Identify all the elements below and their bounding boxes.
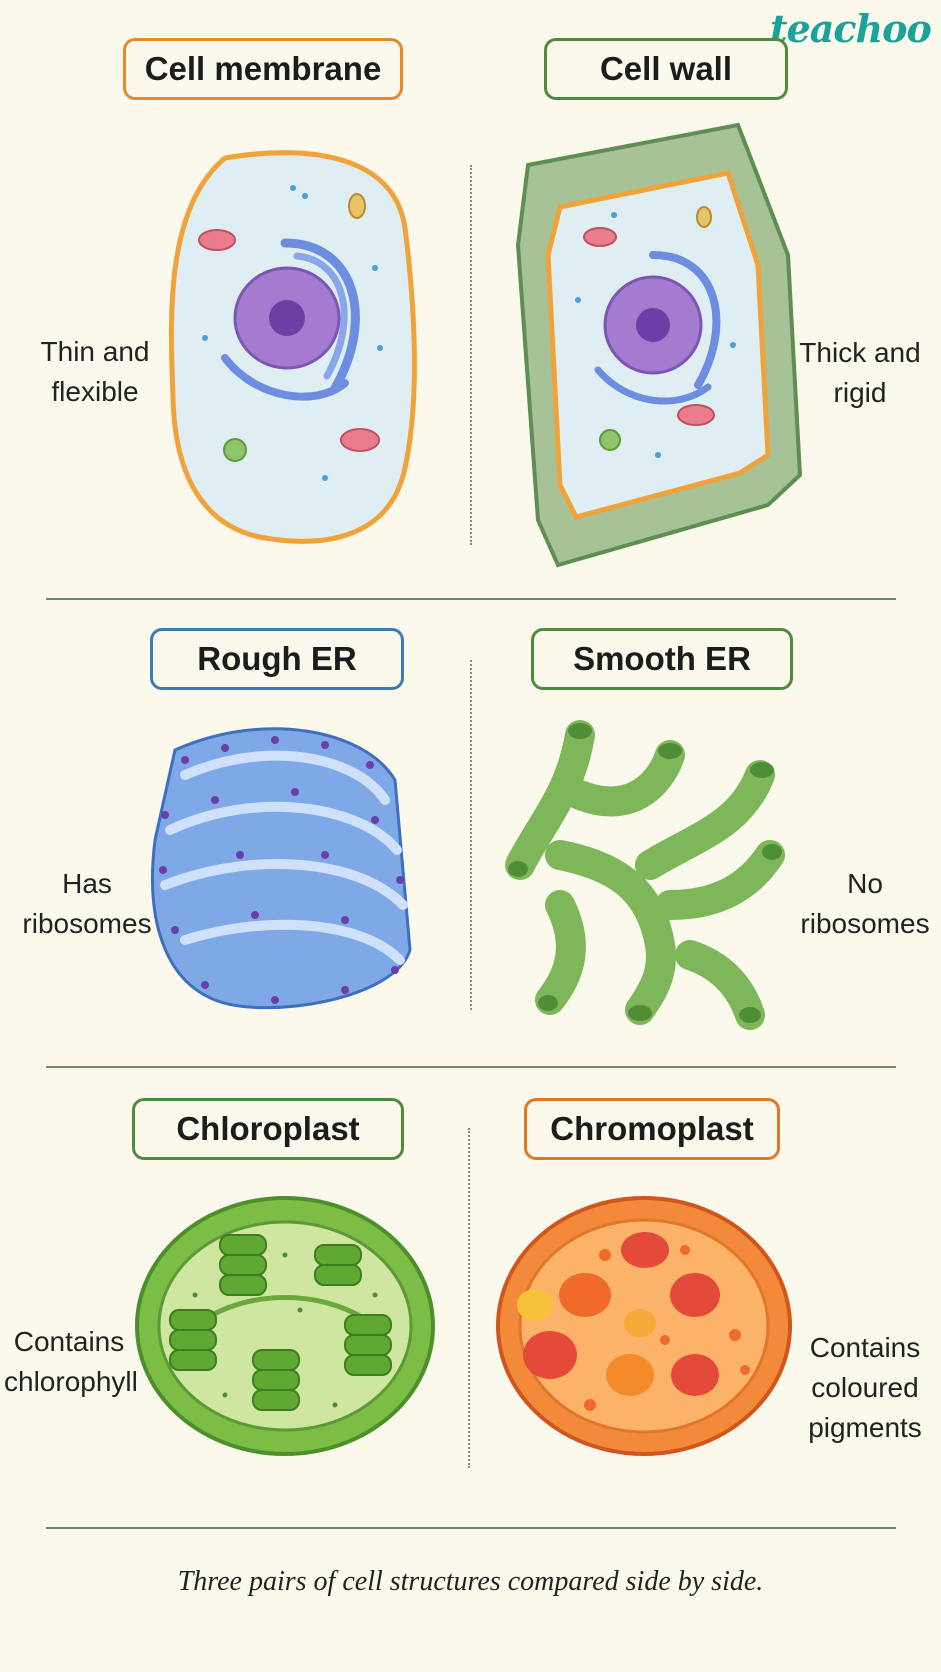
divider-horizontal-1	[46, 598, 896, 600]
chromoplast-illustration	[496, 1196, 792, 1456]
figure-caption: Three pairs of cell structures compared …	[177, 1566, 764, 1597]
label-smooth-er: Smooth ER	[531, 628, 793, 690]
label-cell-membrane: Cell membrane	[123, 38, 403, 100]
smooth-er-illustration	[505, 720, 785, 1030]
label-chloroplast: Chloroplast	[132, 1098, 404, 1160]
chloroplast-illustration	[135, 1196, 435, 1456]
label-cell-wall: Cell wall	[544, 38, 788, 100]
divider-horizontal-2	[46, 1066, 896, 1068]
divider-vertical-2	[470, 660, 472, 1010]
label-rough-er: Rough ER	[150, 628, 404, 690]
cell-membrane-illustration	[168, 150, 417, 544]
divider-vertical-1	[470, 165, 472, 545]
label-chromoplast: Chromoplast	[524, 1098, 780, 1160]
cell-wall-illustration	[515, 122, 803, 568]
divider-horizontal-3	[46, 1527, 896, 1529]
divider-vertical-3	[468, 1128, 470, 1468]
teachoo-logo: teachoo	[770, 6, 932, 51]
rough-er-illustration	[151, 727, 412, 1010]
